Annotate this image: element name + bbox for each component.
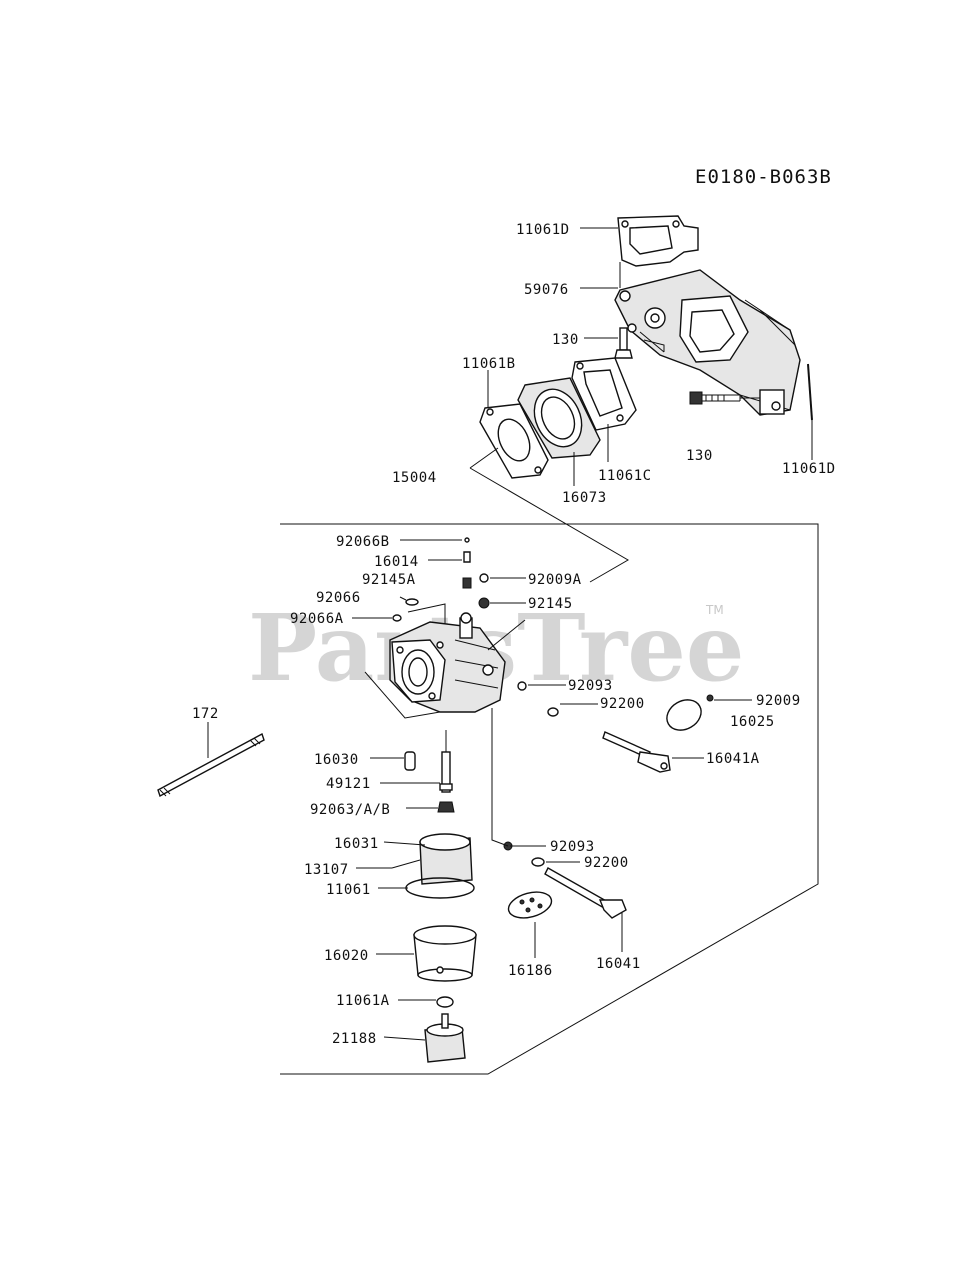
- gasket-11061B: [479, 403, 549, 479]
- label-11061A: 11061A: [336, 993, 390, 1009]
- label-16014: 16014: [374, 554, 419, 570]
- intake-manifold-59076: [614, 269, 801, 416]
- carburetor-body: [389, 612, 506, 713]
- label-92145: 92145: [528, 596, 573, 612]
- label-16020: 16020: [324, 948, 369, 964]
- trademark-mark: TM: [705, 603, 724, 617]
- throttle-plate-16025: [666, 699, 702, 731]
- label-16041: 16041: [596, 956, 641, 972]
- small-parts: [392, 537, 714, 867]
- leader-lines-upper: [469, 227, 813, 583]
- bolt-130-upper: [614, 327, 633, 359]
- label-15004: 15004: [392, 470, 437, 486]
- label-92066A: 92066A: [290, 611, 344, 627]
- label-11061D-top: 11061D: [516, 222, 570, 238]
- choke-shaft-16041: [544, 867, 627, 919]
- label-172: 172: [192, 706, 219, 722]
- label-92200-a: 92200: [600, 696, 645, 712]
- label-21188: 21188: [332, 1031, 377, 1047]
- label-11061B: 11061B: [462, 356, 516, 372]
- solenoid-21188: [424, 1013, 466, 1063]
- choke-plate-16186: [507, 891, 553, 919]
- label-92145A: 92145A: [362, 572, 416, 588]
- throttle-shaft-16041A: [602, 731, 671, 773]
- label-92093-a: 92093: [568, 678, 613, 694]
- label-16031: 16031: [334, 836, 379, 852]
- label-92066: 92066: [316, 590, 361, 606]
- label-49121: 49121: [326, 776, 371, 792]
- label-16186: 16186: [508, 963, 553, 979]
- label-59076: 59076: [524, 282, 569, 298]
- spacer-16073: [517, 377, 601, 459]
- label-130-a: 130: [552, 332, 579, 348]
- gasket-11061D-right: [807, 363, 813, 421]
- label-13107: 13107: [304, 862, 349, 878]
- label-130-b: 130: [686, 448, 713, 464]
- label-92063: 92063/A/B: [310, 802, 390, 818]
- label-16041A: 16041A: [706, 751, 760, 767]
- assembly-frame: [280, 523, 819, 1075]
- gasket-11061D-top: [617, 215, 699, 267]
- diagram-code: E0180-B063B: [695, 166, 832, 188]
- stud-172: [157, 732, 265, 798]
- label-92009A: 92009A: [528, 572, 582, 588]
- label-92093-b: 92093: [550, 839, 595, 855]
- label-92066B: 92066B: [336, 534, 390, 550]
- bolt-130-lower: [689, 391, 741, 405]
- label-11061C: 11061C: [598, 468, 652, 484]
- label-16030: 16030: [314, 752, 359, 768]
- washer-11061A: [436, 996, 454, 1008]
- label-92009: 92009: [756, 693, 801, 709]
- float-16031: [391, 833, 473, 885]
- float-bowl-16020: [413, 925, 477, 982]
- gasket-11061C: [571, 357, 637, 431]
- carb-bracket-lines: [364, 603, 526, 719]
- leader-lines-lower: [207, 539, 752, 1041]
- label-16073: 16073: [562, 490, 607, 506]
- label-11061D-right: 11061D: [782, 461, 836, 477]
- label-11061: 11061: [326, 882, 371, 898]
- label-16025: 16025: [730, 714, 775, 730]
- label-92200-b: 92200: [584, 855, 629, 871]
